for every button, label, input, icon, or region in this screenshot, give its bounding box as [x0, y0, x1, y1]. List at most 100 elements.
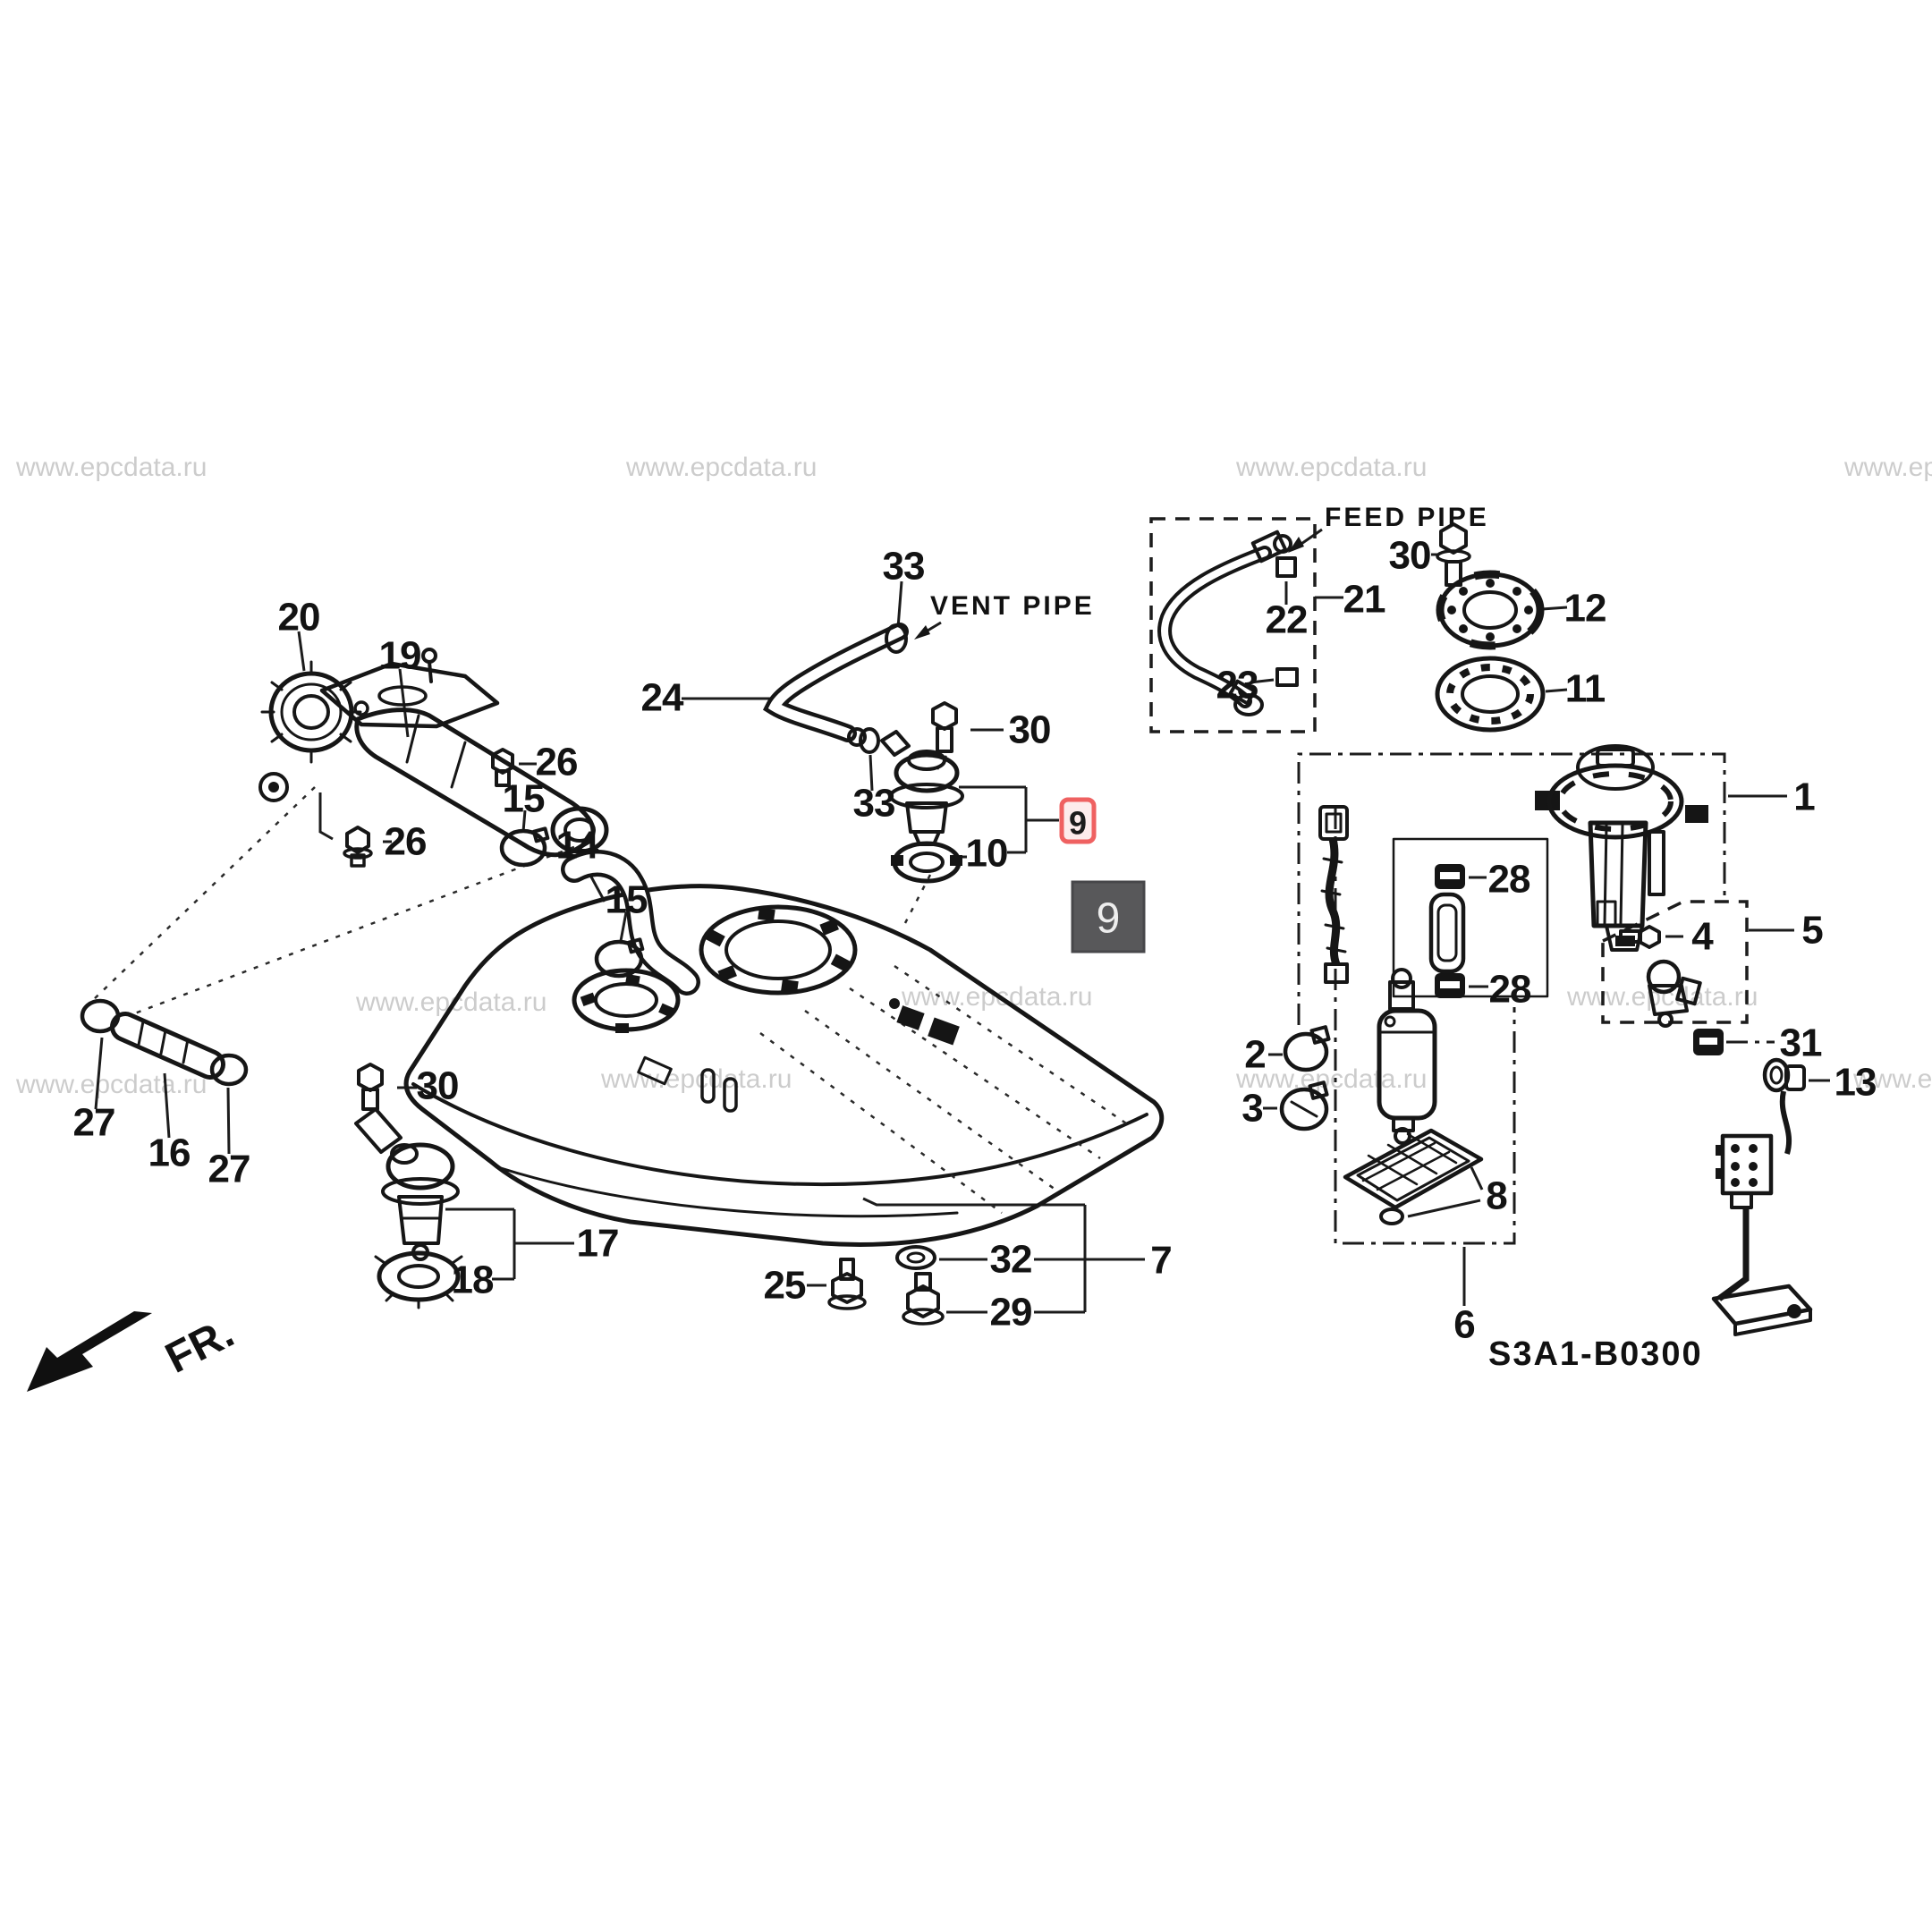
callout-24: 24 — [641, 676, 684, 720]
fuel-sender-unit-13 — [1711, 1057, 1813, 1336]
neck-bolts-26 — [343, 748, 514, 868]
callout-13: 13 — [1835, 1061, 1877, 1105]
feed-pipe-group-box — [1149, 517, 1317, 733]
fuel-pump-module-1 — [1535, 744, 1708, 952]
watermark-text: www.epcdata.ru — [1852, 1064, 1932, 1094]
hose-clamp-2 — [1283, 1025, 1331, 1072]
clamp-27-right — [209, 1053, 249, 1087]
hose-clip-23 — [1275, 667, 1299, 687]
feed-pipe-label: FEED PIPE — [1325, 503, 1489, 532]
hose-clamp-15-upper — [499, 826, 550, 868]
fuel-filler-neck — [258, 648, 609, 858]
fuel-filler-cap — [260, 660, 362, 764]
callout-16: 16 — [148, 1131, 191, 1175]
watermark-layer: www.epcdata.ru www.epcdata.ru www.epcdata.… — [15, 453, 1932, 1099]
diagram-part-code: S3A1-B0300 — [1488, 1335, 1703, 1373]
fuel-tank-drawing — [403, 884, 1165, 1247]
hose-clip-22 — [1275, 556, 1297, 578]
callout-23: 23 — [1216, 664, 1258, 708]
pipe-clamps-33 — [859, 623, 908, 754]
callout-19: 19 — [379, 634, 421, 678]
tank-top-clips — [889, 998, 960, 1046]
callout-10: 10 — [966, 832, 1008, 876]
callout-22: 22 — [1266, 598, 1308, 642]
pump-module-group-box — [1297, 752, 1726, 1025]
regulator-group-box — [1601, 900, 1749, 1024]
valve-base-ring-18 — [374, 1250, 463, 1309]
bolt-30-left — [357, 1063, 384, 1111]
hose-clamp-3 — [1279, 1080, 1329, 1131]
front-direction-arrow: FR. — [27, 1309, 242, 1392]
callout-6: 6 — [1453, 1303, 1474, 1347]
bushing-31 — [1693, 1029, 1724, 1055]
front-label: FR. — [158, 1309, 242, 1382]
callout-27a: 27 — [73, 1101, 115, 1145]
badge-label: 9 — [1097, 895, 1121, 943]
two-way-valve-17 — [354, 1107, 460, 1261]
callout-26b: 26 — [385, 820, 427, 864]
pressure-regulator-5 — [1646, 959, 1702, 1028]
feed-pipe-arrow — [1298, 528, 1323, 547]
strainer-group-box — [1392, 837, 1549, 998]
callout-11: 11 — [1565, 667, 1606, 711]
callout-25: 25 — [764, 1264, 806, 1308]
filler-hose-14 — [561, 850, 700, 996]
highlighted-callout-9: 9 — [1069, 805, 1087, 842]
drain-bolt-29 — [902, 1272, 945, 1326]
watermark-text: www.epcdata.ru — [1235, 453, 1427, 482]
callout-32: 32 — [990, 1238, 1032, 1282]
callout-27b: 27 — [208, 1148, 250, 1191]
vent-pipe-label: VENT PIPE — [930, 591, 1095, 621]
wire-harness — [1318, 805, 1349, 984]
leader-lines — [94, 528, 1830, 1314]
selected-part-badge: 9 — [1071, 880, 1146, 953]
callout-8: 8 — [1486, 1174, 1507, 1218]
washer-32 — [895, 1245, 936, 1270]
callout-2: 2 — [1244, 1033, 1265, 1077]
breather-tube-16 — [80, 998, 249, 1087]
watermark-text: www.epcdata.ru — [1235, 1064, 1427, 1094]
callout-30b: 30 — [1389, 534, 1431, 578]
callout-3: 3 — [1241, 1087, 1262, 1131]
callout-15a: 15 — [503, 777, 545, 821]
callout-33a: 33 — [883, 545, 925, 589]
hose-clamp-15-lower — [594, 937, 645, 979]
pump-kit-group-box — [1334, 808, 1516, 1245]
strainer-28-group — [1428, 864, 1466, 998]
clamp-27-left — [80, 998, 121, 1034]
callout-30a: 30 — [1009, 708, 1051, 752]
callout-28a: 28 — [1488, 858, 1530, 902]
callout-17: 17 — [577, 1222, 619, 1266]
pump-base-plate-8 — [1343, 1128, 1484, 1225]
watermark-text: www.epcdata.ru — [355, 987, 547, 1017]
callout-1: 1 — [1793, 775, 1815, 819]
callout-29: 29 — [990, 1291, 1032, 1335]
bolt-30-top-right — [1436, 522, 1471, 587]
bolt-4 — [1619, 925, 1661, 949]
watermark-text: www.epcdata.ru — [600, 1064, 792, 1094]
fuel-pump — [1377, 968, 1437, 1145]
callout-18: 18 — [452, 1258, 494, 1302]
bolt-30-center — [931, 701, 958, 753]
callout-15b: 15 — [606, 878, 648, 922]
watermark-text: www.epcdata.ru — [625, 453, 817, 482]
callout-7: 7 — [1150, 1239, 1171, 1283]
callout-28b: 28 — [1489, 968, 1531, 1012]
callout-20: 20 — [278, 596, 320, 640]
callout-21: 21 — [1343, 578, 1385, 622]
callout-12: 12 — [1564, 587, 1606, 631]
valve-gasket-ring-10 — [891, 841, 962, 884]
base-gasket-11 — [1435, 656, 1546, 733]
watermark-text: www.epcdata.ru — [15, 453, 207, 482]
feed-pipe-hose-21 — [1157, 530, 1299, 716]
callout-31: 31 — [1780, 1021, 1822, 1065]
callout-26a: 26 — [536, 741, 578, 784]
callout-33b: 33 — [853, 782, 895, 826]
callout-4: 4 — [1691, 915, 1714, 959]
watermark-text: www.epcdata.ru — [15, 1070, 207, 1099]
callout-30c: 30 — [417, 1064, 459, 1108]
selected-callout-highlight[interactable]: 9 — [1059, 797, 1097, 844]
